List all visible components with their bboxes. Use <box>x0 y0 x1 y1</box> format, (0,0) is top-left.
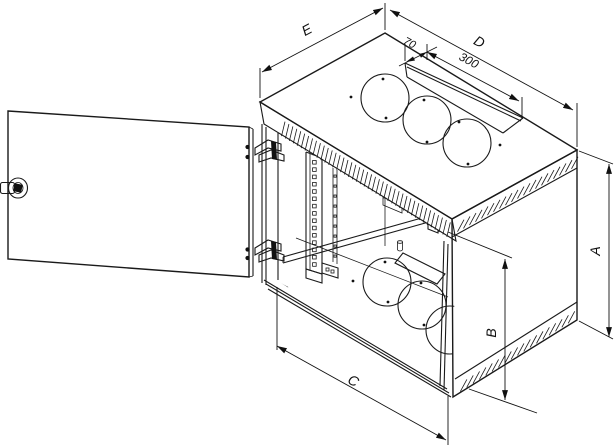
dimension-B: B <box>447 231 538 414</box>
rail-foot <box>305 268 323 284</box>
cabinet-body <box>258 32 579 399</box>
back-plate <box>382 192 403 214</box>
bottom-cable-slot <box>394 252 446 285</box>
dimension-label-300: 300 <box>457 50 482 72</box>
rack-rail-rear <box>332 168 338 264</box>
dimension-C: C <box>276 287 449 445</box>
cable-entry-hole <box>362 257 412 307</box>
cable-entry-hole <box>442 118 492 168</box>
dimensions: E D 300 70 A <box>259 3 614 445</box>
dimension-E: E <box>259 3 386 98</box>
front-vent-slats <box>281 121 451 237</box>
rail-foot-bracket <box>321 262 339 279</box>
dimension-label-a: A <box>587 246 603 256</box>
rack-rail-holes <box>312 160 317 267</box>
door-lock <box>0 177 29 199</box>
dimension-A: A <box>578 150 614 340</box>
side-vent-bottom <box>460 311 576 392</box>
hinge-pin <box>271 241 277 260</box>
side-vent-top <box>457 156 579 232</box>
back-panel-base <box>295 237 449 298</box>
rack-rail-front <box>305 151 339 284</box>
bottom-cable-entry-holes <box>362 257 456 355</box>
cable-entry-hole <box>397 280 447 330</box>
top-panel <box>258 32 579 220</box>
dimension-label-d: D <box>471 32 488 51</box>
side-mounting-rail <box>282 205 444 264</box>
hinge-pin <box>271 141 277 160</box>
cabinet-interior <box>278 151 456 355</box>
lock-keyhole <box>13 183 23 193</box>
dimension-label-b: B <box>483 328 499 337</box>
cable-entry-hole <box>425 305 456 355</box>
dimension-D: D <box>389 9 578 147</box>
door-panel <box>7 110 250 278</box>
dimension-label-c: C <box>345 371 362 390</box>
side-panel <box>451 148 578 399</box>
front-vent-strip <box>259 100 457 243</box>
lock-cylinder <box>7 177 29 199</box>
grounding-stud <box>397 240 403 252</box>
door-hinge-bottom <box>254 239 285 263</box>
door-hinge-top <box>254 139 285 163</box>
dimension-label-e: E <box>299 20 315 39</box>
dimension-label-70: 70 <box>401 35 418 52</box>
cable-entry-hole <box>360 73 410 123</box>
door-hinge-screws <box>245 144 250 261</box>
cabinet-door <box>0 110 254 278</box>
